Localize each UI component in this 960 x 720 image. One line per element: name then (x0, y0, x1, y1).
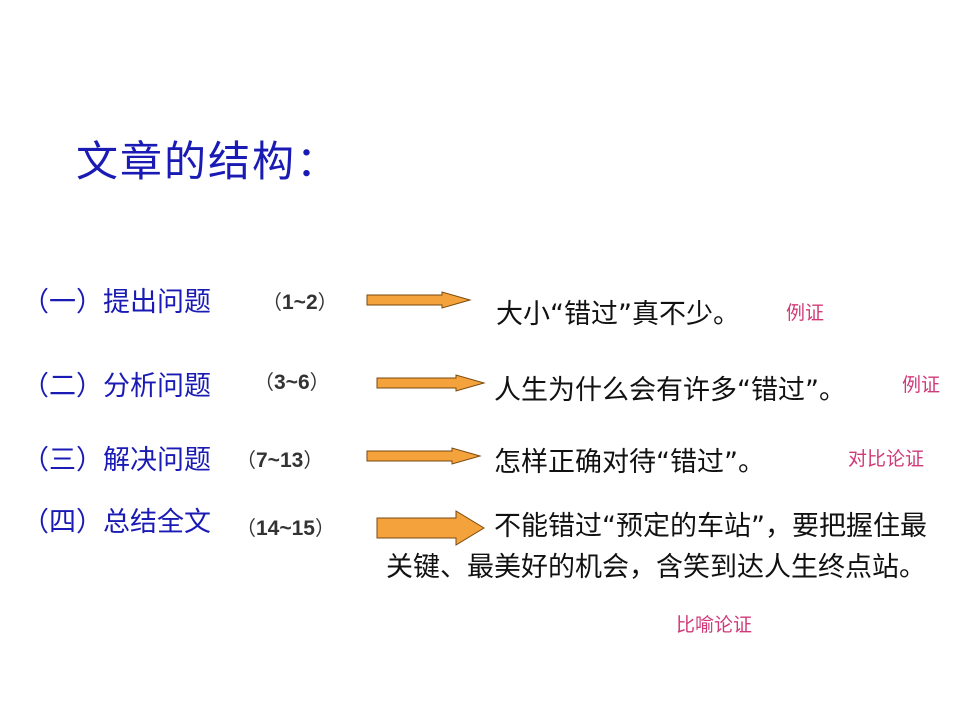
section-summary-1: 大小“错过”真不少。 (496, 299, 740, 330)
argument-method-3: 对比论证 (848, 448, 925, 470)
section-label-3: （三）解决问题 (22, 445, 211, 476)
paragraph-range-2: （3~6） (254, 370, 330, 394)
paragraph-range-1: （1~2） (262, 290, 338, 314)
section-summary-2: 人生为什么会有许多“错过”。 (494, 375, 846, 406)
section-label-2: （二）分析问题 (22, 371, 211, 402)
section-summary-3: 怎样正确对待“错过”。 (494, 447, 765, 478)
paragraph-range-4: （14~15） (236, 516, 335, 540)
paragraph-range-3: （7~13） (236, 448, 324, 472)
argument-method-1: 例证 (786, 302, 825, 324)
page-title: 文章的结构： (76, 137, 341, 186)
right-arrow-icon (366, 291, 472, 309)
argument-method-2: 例证 (902, 374, 941, 396)
right-arrow-icon (376, 374, 486, 392)
section-label-1: （一）提出问题 (22, 287, 211, 318)
right-arrow-icon (376, 510, 485, 546)
section-label-4: （四）总结全文 (22, 507, 211, 538)
argument-method-4: 比喻论证 (676, 614, 753, 636)
right-arrow-icon (366, 447, 482, 465)
section-summary-4: 不能错过“预定的车站”，要把握住最关键、最美好的机会，含笑到达人生终点站。 (386, 511, 927, 583)
